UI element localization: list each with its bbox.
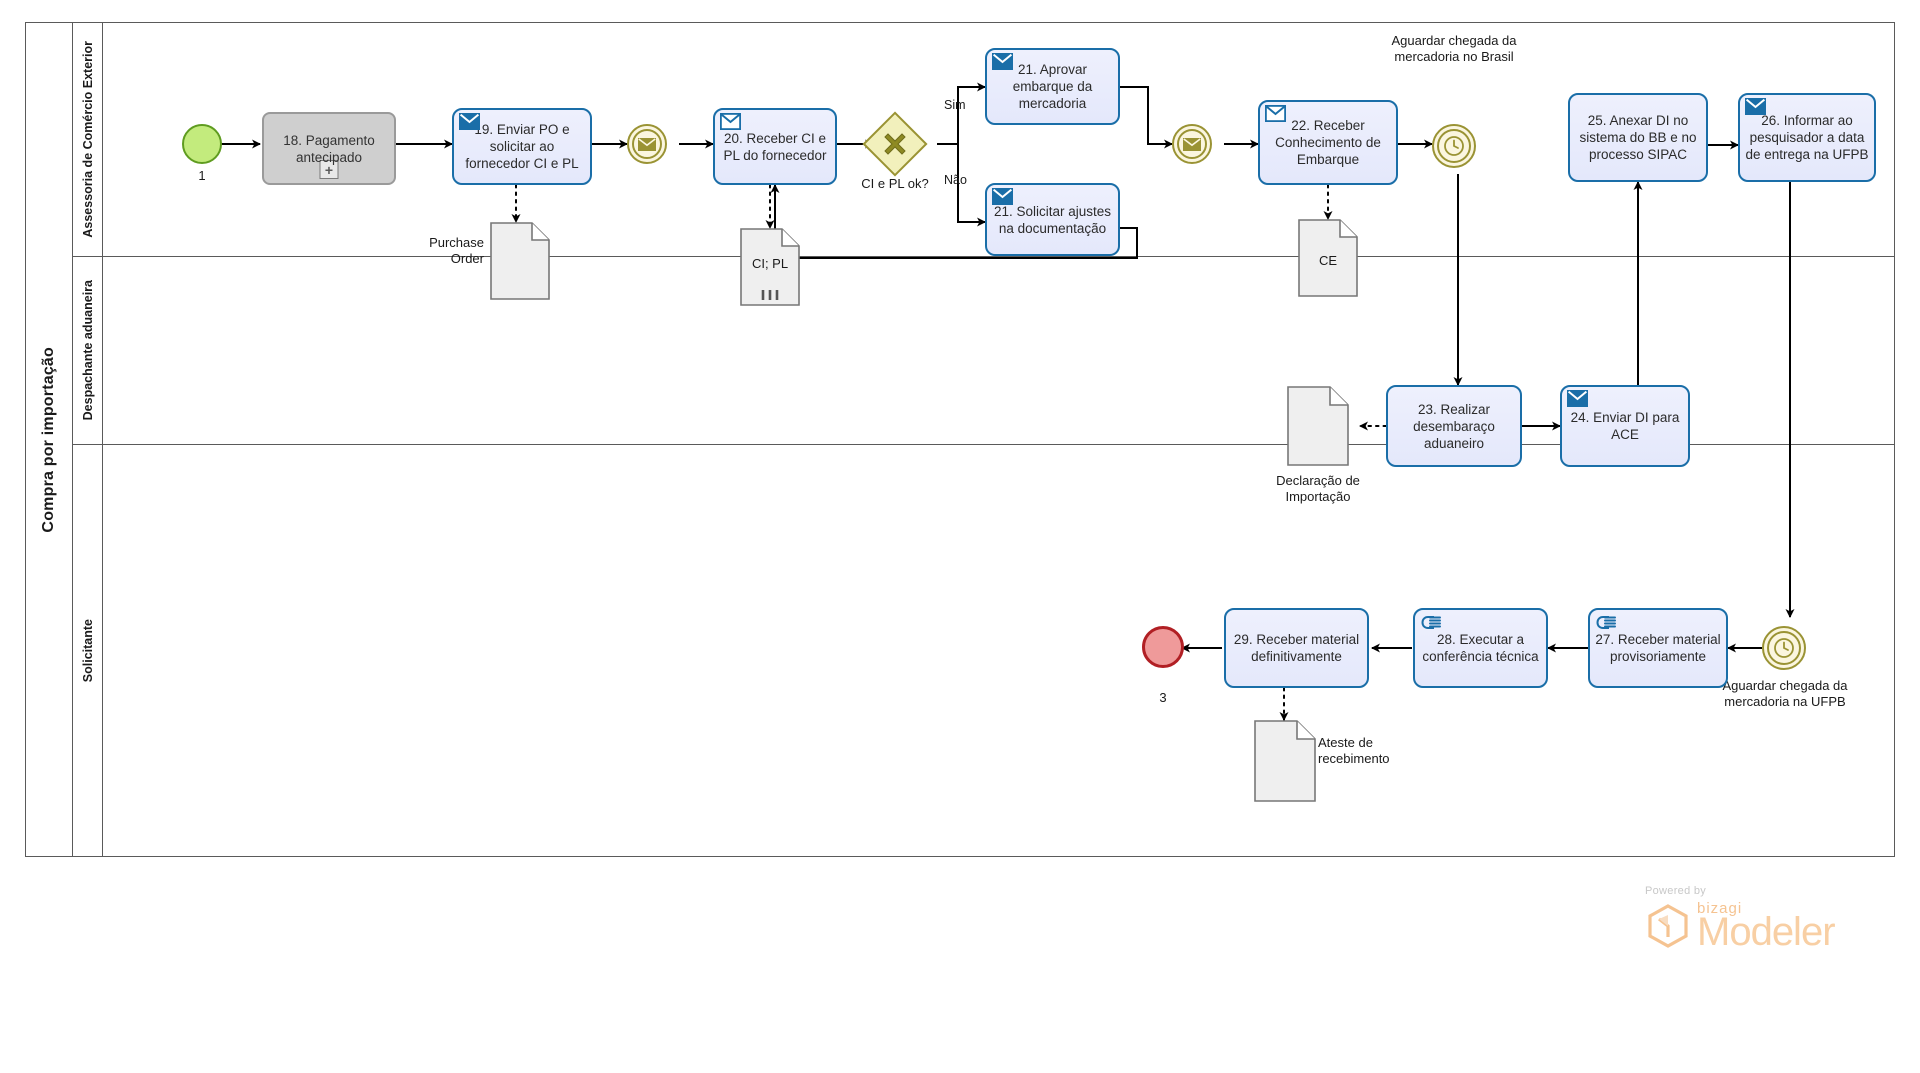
task-26-label: 26. Informar ao pesquisador a data de en…	[1745, 113, 1869, 162]
send-message-icon	[1744, 97, 1767, 115]
flow-label-nao: Não	[944, 173, 967, 187]
task-21-aprovar-embarque[interactable]: 21. Aprovar embarque da mercadoria	[985, 48, 1120, 125]
data-object-purchase-order-label: Purchase Order	[429, 235, 484, 267]
intermediate-message-throw-event-1[interactable]	[627, 124, 667, 164]
lane-despachante: Despachante aduaneira	[73, 257, 1895, 445]
subprocess-expand-icon[interactable]: +	[319, 160, 339, 179]
send-message-icon	[991, 187, 1014, 205]
task-29-receber-definitivamente[interactable]: 29. Receber material definitivamente	[1224, 608, 1369, 688]
task-24-enviar-di-ace[interactable]: 24. Enviar DI para ACE	[1560, 385, 1690, 467]
end-event[interactable]	[1142, 626, 1184, 668]
lane-label-solicitante: Solicitante	[80, 618, 95, 683]
task-22-receber-conhecimento-embarque[interactable]: 22. Receber Conhecimento de Embarque	[1258, 100, 1398, 185]
event-inner-ring	[1767, 631, 1801, 665]
task-26-informar-pesquisador[interactable]: 26. Informar ao pesquisador a data de en…	[1738, 93, 1876, 182]
modeler-wordmark: Modeler	[1697, 910, 1836, 954]
svg-text:CE: CE	[1319, 253, 1337, 268]
gateway-label: CI e PL ok?	[861, 176, 929, 191]
task-23-realizar-desembaraco[interactable]: 23. Realizar desembaraço aduaneiro	[1386, 385, 1522, 467]
data-object-declaracao-importacao-label: Declaração de Importação	[1276, 473, 1360, 505]
task-25-label: 25. Anexar DI no sistema do BB e no proc…	[1579, 113, 1697, 162]
data-object-ateste-label: Ateste de recebimento	[1318, 735, 1390, 767]
event-inner-ring	[1437, 129, 1471, 163]
intermediate-timer-event-brasil[interactable]	[1432, 124, 1476, 168]
pool-title: Compra por importação	[25, 22, 73, 857]
manual-hand-icon	[1420, 613, 1441, 630]
svg-text:CI; PL: CI; PL	[752, 256, 788, 271]
data-object-declaracao-importacao[interactable]	[1287, 386, 1349, 466]
lane-solicitante: Solicitante	[73, 445, 1895, 856]
intermediate-message-throw-event-2[interactable]	[1172, 124, 1212, 164]
start-event-label: 1	[198, 168, 206, 183]
gateway-x-icon	[872, 121, 918, 167]
task-24-label: 24. Enviar DI para ACE	[1570, 410, 1680, 442]
data-object-ci-pl[interactable]: CI; PL	[740, 228, 800, 306]
task-19-enviar-po[interactable]: 19. Enviar PO e solicitar ao fornecedor …	[452, 108, 592, 185]
task-25-anexar-di[interactable]: 25. Anexar DI no sistema do BB e no proc…	[1568, 93, 1708, 182]
send-message-icon	[458, 112, 481, 130]
intermediate-timer-event-ufpb[interactable]	[1762, 626, 1806, 670]
receive-message-icon	[1264, 104, 1287, 122]
lane-label-assessoria: Assessoria de Comércio Exterior	[80, 40, 95, 238]
task-21a-label: 21. Aprovar embarque da mercadoria	[1012, 62, 1093, 111]
event-inner-ring	[632, 129, 662, 159]
data-object-ce[interactable]: CE	[1298, 219, 1358, 297]
lane-label-despachante: Despachante aduaneira	[80, 280, 95, 421]
data-object-ateste[interactable]	[1254, 720, 1316, 802]
task-28-conferencia-tecnica[interactable]: 28. Executar a conferência técnica	[1413, 608, 1548, 688]
task-28-label: 28. Executar a conferência técnica	[1422, 632, 1539, 664]
task-27-receber-provisoriamente[interactable]: 27. Receber material provisoriamente	[1588, 608, 1728, 688]
timer-event-ufpb-label: Aguardar chegada da mercadoria na UFPB	[1722, 678, 1848, 710]
clock-icon	[1764, 628, 1804, 668]
send-message-icon	[1566, 389, 1589, 407]
task-20-receber-ci-pl[interactable]: 20. Receber CI e PL do fornecedor	[713, 108, 837, 185]
task-18-pagamento-antecipado[interactable]: 18. Pagamento antecipado +	[262, 112, 396, 185]
task-20-label: 20. Receber CI e PL do fornecedor	[723, 130, 827, 163]
send-message-icon	[991, 52, 1014, 70]
start-event[interactable]	[182, 124, 222, 164]
envelope-icon	[629, 126, 665, 162]
pool-title-label: Compra por importação	[39, 346, 57, 533]
event-inner-ring	[1177, 129, 1207, 159]
lane-header-solicitante: Solicitante	[73, 445, 103, 856]
task-23-label: 23. Realizar desembaraço aduaneiro	[1413, 401, 1495, 451]
task-18-label: 18. Pagamento antecipado	[283, 132, 375, 165]
timer-event-brasil-label: Aguardar chegada da mercadoria no Brasil	[1391, 33, 1517, 65]
task-21-solicitar-ajustes[interactable]: 21. Solicitar ajustes na documentação	[985, 183, 1120, 256]
envelope-icon	[1174, 126, 1210, 162]
task-22-label: 22. Receber Conhecimento de Embarque	[1275, 118, 1381, 167]
task-27-label: 27. Receber material provisoriamente	[1595, 632, 1721, 664]
bizagi-wordmark: bizagi	[1697, 900, 1743, 917]
bizagi-logo-icon	[1648, 903, 1688, 948]
lane-header-despachante: Despachante aduaneira	[73, 257, 103, 444]
powered-by-label: Powered by	[1645, 885, 1707, 897]
lane-header-assessoria: Assessoria de Comércio Exterior	[73, 22, 103, 256]
clock-icon	[1434, 126, 1474, 166]
task-19-label: 19. Enviar PO e solicitar ao fornecedor …	[465, 122, 579, 171]
bizagi-modeler-watermark: Powered by bizagi Modeler	[1645, 885, 1836, 954]
end-event-label: 3	[1159, 690, 1167, 705]
data-object-purchase-order[interactable]	[490, 222, 550, 300]
flow-label-sim: Sim	[944, 98, 966, 112]
manual-hand-icon	[1595, 613, 1616, 630]
receive-message-icon	[719, 112, 742, 130]
task-21b-label: 21. Solicitar ajustes na documentação	[993, 203, 1112, 236]
task-29-label: 29. Receber material definitivamente	[1233, 632, 1360, 664]
